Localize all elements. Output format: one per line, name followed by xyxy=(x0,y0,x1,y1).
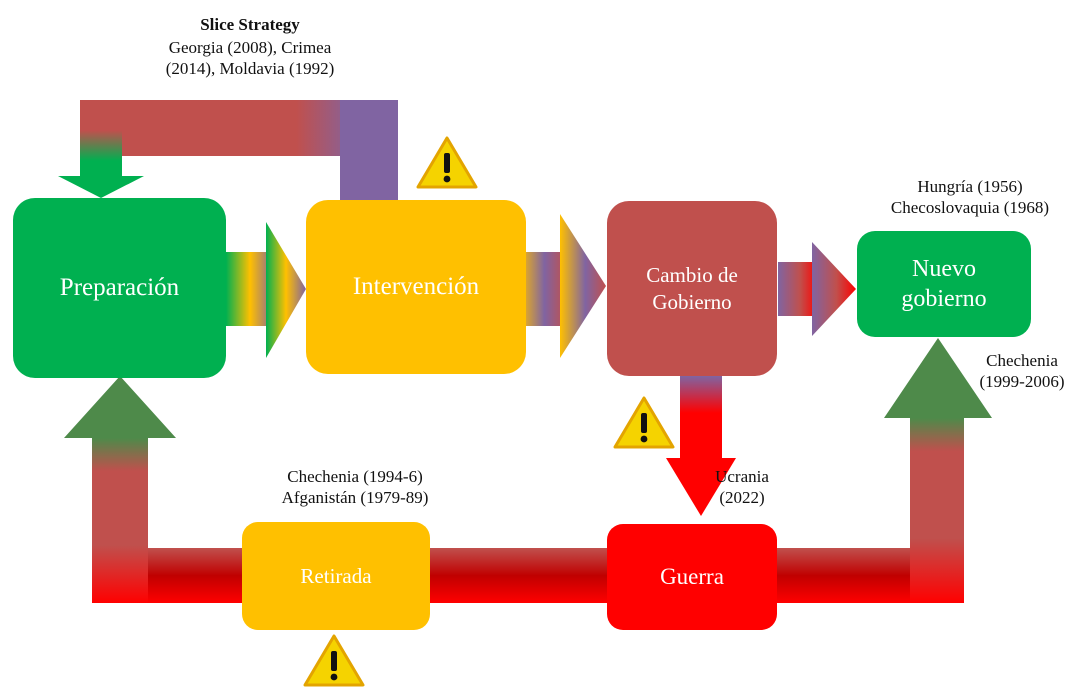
warning-icon xyxy=(303,634,365,687)
box-guerra: Guerra xyxy=(607,524,777,630)
arrow-cambio-nuevo xyxy=(778,242,856,336)
box-intervencion-label: Intervención xyxy=(352,273,480,301)
warning-icon xyxy=(613,396,675,449)
slice-strategy-title: Slice Strategy xyxy=(200,15,300,34)
slice-strategy-arrow xyxy=(58,100,398,207)
box-nuevo-label: Nuevo gobierno xyxy=(901,256,987,312)
label-ucrania: Ucrania (2022) xyxy=(715,467,769,508)
box-preparacion-label: Preparación xyxy=(59,274,180,302)
box-cambio-de-gobierno: Cambio de Gobierno xyxy=(607,201,777,376)
box-retirada-label: Retirada xyxy=(300,563,372,588)
bottom-loop-arrow xyxy=(64,338,992,603)
label-hungria-checoslovaquia: Hungría (1956) Checoslovaquia (1968) xyxy=(890,177,1050,218)
box-preparacion: Preparación xyxy=(13,198,226,378)
box-nuevo-gobierno: Nuevo gobierno xyxy=(857,231,1031,337)
arrow-preparacion-intervencion xyxy=(226,222,306,358)
box-guerra-label: Guerra xyxy=(660,563,724,589)
slice-strategy-examples: Georgia (2008), Crimea (2014), Moldavia … xyxy=(165,38,335,79)
label-chechenia-1999: Chechenia (1999-2006) xyxy=(979,351,1065,392)
arrow-intervencion-cambio xyxy=(518,214,606,358)
warning-icon xyxy=(416,136,478,189)
box-cambio-label: Cambio de Gobierno xyxy=(646,263,738,314)
box-intervencion: Intervención xyxy=(306,200,526,374)
box-retirada: Retirada xyxy=(242,522,430,630)
arrow-cambio-guerra xyxy=(666,376,736,516)
label-chechenia-afganistan: Chechenia (1994-6) Afganistán (1979-89) xyxy=(281,467,429,508)
